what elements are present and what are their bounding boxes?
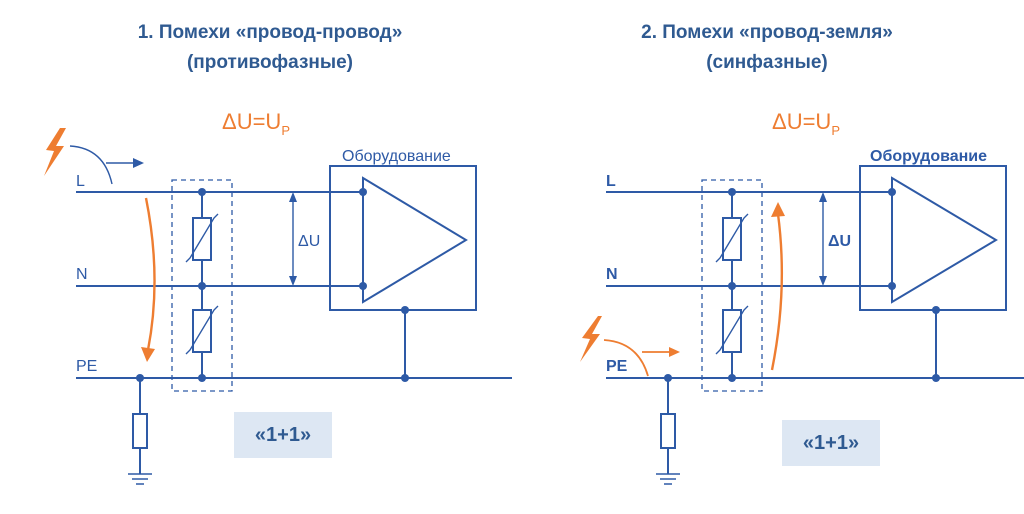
left-formula: ΔU=UP [222,109,290,138]
delta-u-label: ΔU [828,233,851,250]
surge-curve [603,339,649,377]
left-circuit-diagram: ΔU=UP L N PE ΔU [44,109,512,485]
left-scheme-label: «1+1» [234,412,332,458]
surge-arrow-head [133,158,144,168]
equipment-label: Оборудование [870,148,987,165]
right-title-line1: 2. Помехи «провод-земля» [641,22,893,43]
label-N: N [606,266,618,283]
label-L: L [606,173,616,190]
protection-module [701,179,763,392]
equipment-box [329,165,477,311]
left-title: 1. Помехи «провод-провод» (противофазные… [60,18,480,78]
left-panel: 1. Помехи «провод-провод» (противофазные… [44,18,512,485]
right-panel: 2. Помехи «провод-земля» (синфазные) ΔU=… [530,0,1024,514]
right-scheme-label: «1+1» [782,420,880,466]
lightning-icon [580,316,602,362]
delta-u-label: ΔU [298,233,320,250]
current-arrow-head [141,347,155,362]
ground-resistor [660,413,676,449]
protection-module [171,179,233,392]
left-title-line1: 1. Помехи «провод-провод» [137,22,403,43]
equipment-label: Оборудование [342,148,451,165]
ground-icon [656,473,680,485]
label-PE: PE [606,358,628,375]
label-N: N [76,266,88,283]
right-formula: ΔU=UP [772,109,840,138]
equipment-box [859,165,1007,311]
current-arrow-head [771,202,785,217]
left-title-line2: (противофазные) [186,52,354,73]
ground-resistor [132,413,148,449]
right-title: 2. Помехи «провод-земля» (синфазные) [602,18,932,78]
label-L: L [76,173,85,190]
current-arrow [770,213,784,371]
label-PE: PE [76,358,97,375]
lightning-icon [44,128,66,176]
right-circuit-diagram: ΔU=UP L N PE ΔU [580,109,1024,485]
amplifier-triangle [891,176,998,304]
surge-curve [69,145,113,185]
right-title-line2: (синфазные) [706,52,828,73]
ground-icon [128,473,152,485]
amplifier-triangle [362,176,468,304]
current-arrow [144,197,156,351]
